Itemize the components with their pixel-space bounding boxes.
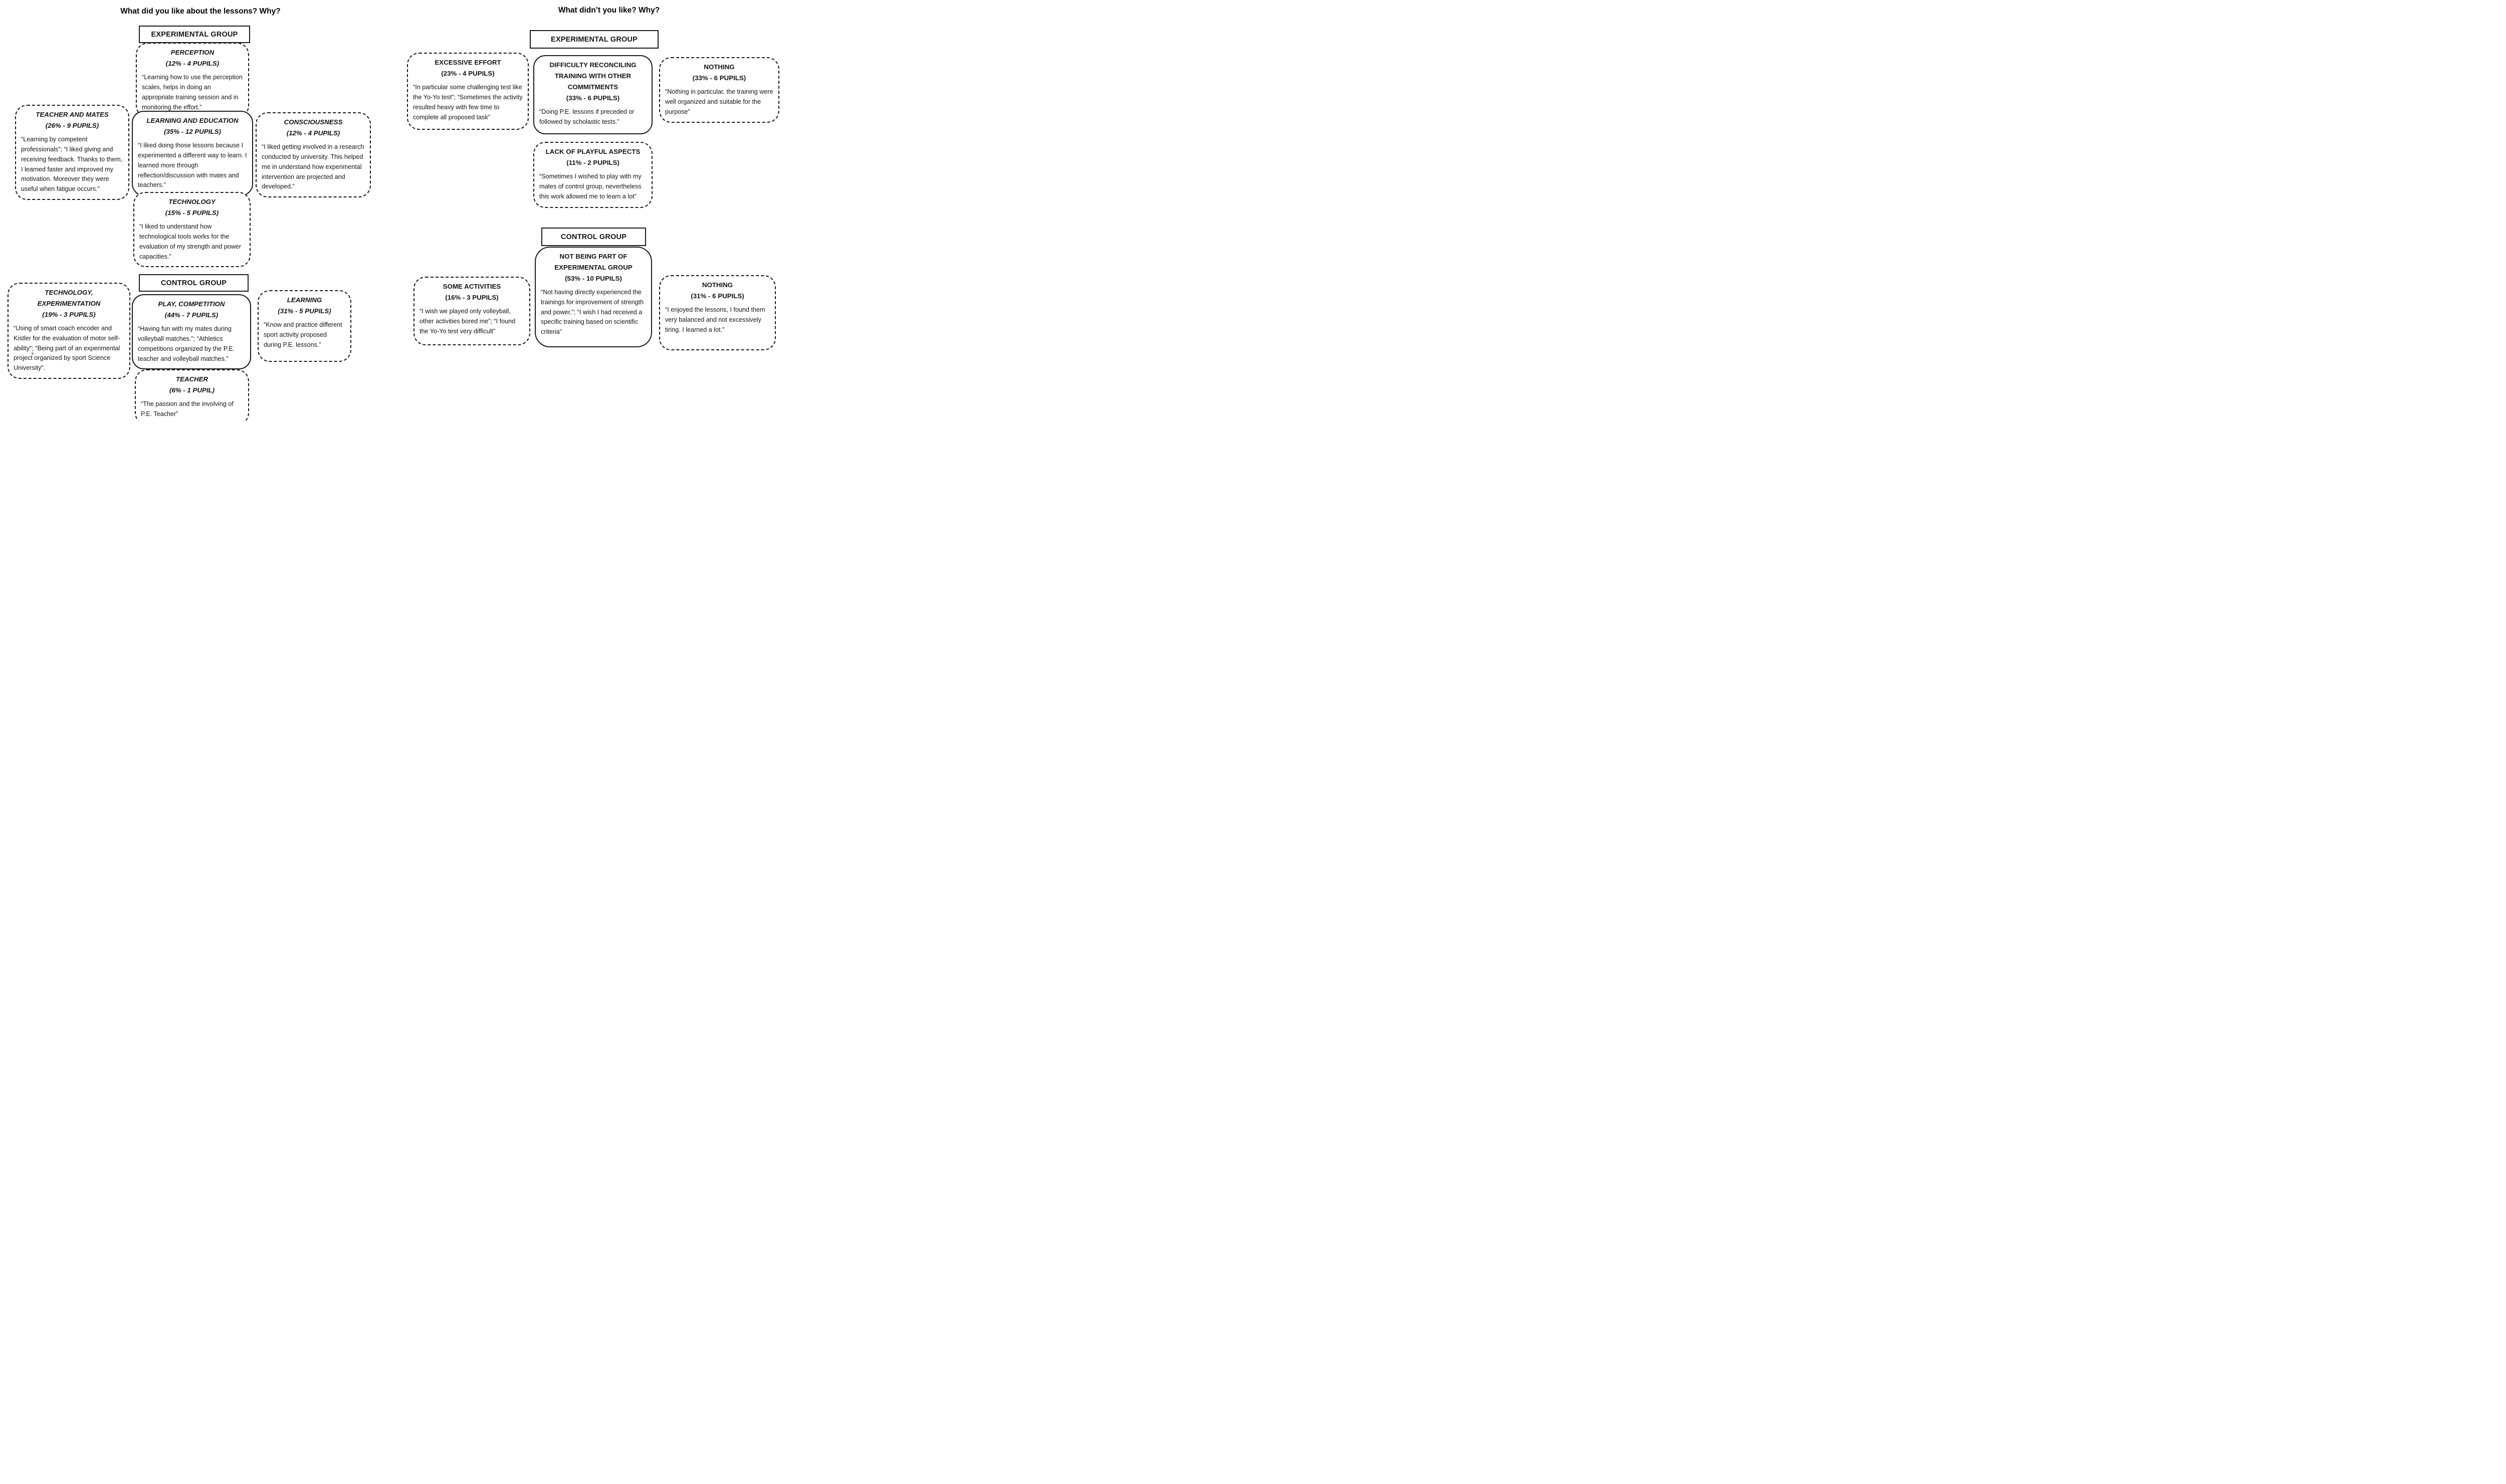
- category-box-nothing-control: NOTHING (31% - 6 PUPILS) “I enjoyed the …: [659, 275, 776, 350]
- box-title: LEARNING: [287, 296, 322, 304]
- box-quote: “Know and practice different sport activ…: [264, 321, 342, 348]
- box-title: TEACHER AND MATES: [36, 111, 109, 118]
- box-quote: “Nothing in particular, the training wer…: [665, 88, 773, 115]
- box-stat: (19% - 3 PUPILS): [42, 310, 96, 318]
- category-box-teacher-and-mates: TEACHER AND MATES (26% - 9 PUPILS) “Lear…: [15, 105, 129, 200]
- box-quote: “Not having directly experienced the tra…: [541, 288, 644, 336]
- box-quote: “I enjoyed the lessons, I found them ver…: [665, 306, 765, 333]
- box-stat: (16% - 3 PUPILS): [445, 293, 499, 301]
- box-title: NOTHING: [704, 63, 735, 71]
- box-quote: “I liked to understand how technological…: [139, 223, 242, 260]
- box-quote: “I liked getting involved in a research …: [262, 143, 364, 190]
- category-box-technology-experimentation: TECHNOLOGY, EXPERIMENTATION (19% - 3 PUP…: [8, 283, 130, 379]
- left-experimental-group-header: EXPERIMENTAL GROUP: [139, 26, 250, 43]
- box-quote: “Sometimes I wished to play with my mate…: [539, 172, 642, 200]
- category-box-teacher: TEACHER (6% - 1 PUPIL) “The passion and …: [135, 369, 249, 420]
- right-panel-title: What didn’t you like? Why?: [558, 6, 660, 15]
- category-box-consciousness: CONSCIOUSNESS (12% - 4 PUPILS) “I liked …: [256, 112, 371, 198]
- box-stat: (6% - 1 PUPIL): [169, 386, 215, 394]
- left-control-group-header: CONTROL GROUP: [139, 274, 249, 292]
- right-control-group-label: CONTROL GROUP: [560, 233, 627, 241]
- category-box-difficulty-reconciling: DIFFICULTY RECONCILING TRAINING WITH OTH…: [533, 55, 653, 134]
- category-box-technology: TECHNOLOGY (15% - 5 PUPILS) “I liked to …: [133, 192, 251, 268]
- category-box-not-being-part: NOT BEING PART OF EXPERIMENTAL GROUP (53…: [535, 247, 652, 347]
- box-stat: (12% - 4 PUPILS): [286, 129, 340, 137]
- box-stat: (53% - 10 PUPILS): [565, 274, 622, 282]
- box-title: SOME ACTIVITIES: [443, 283, 501, 290]
- box-title: TEACHER: [175, 375, 208, 383]
- box-title: TECHNOLOGY, EXPERIMENTATION: [37, 289, 101, 307]
- box-stat: (31% - 5 PUPILS): [278, 307, 331, 315]
- box-stat: (31% - 6 PUPILS): [691, 292, 744, 300]
- category-box-some-activities: SOME ACTIVITIES (16% - 3 PUPILS) “I wish…: [413, 277, 530, 345]
- category-box-lack-of-playful-aspects: LACK OF PLAYFUL ASPECTS (11% - 2 PUPILS)…: [533, 142, 653, 208]
- box-title: NOTHING: [702, 281, 733, 289]
- spellcheck-squiggle: ;: [32, 344, 34, 352]
- box-quote: “The passion and the involving of P.E. T…: [141, 400, 234, 417]
- box-quote: “I wish we played only volleyball, other…: [420, 307, 516, 335]
- box-stat: (11% - 2 PUPILS): [566, 158, 619, 166]
- category-box-learning: LEARNING (31% - 5 PUPILS) “Know and prac…: [258, 290, 351, 362]
- box-title: NOT BEING PART OF EXPERIMENTAL GROUP: [554, 253, 633, 271]
- box-quote: “I liked doing those lessons because I e…: [138, 141, 247, 189]
- box-quote: “Doing P.E. lessons if preceded or follo…: [539, 108, 635, 125]
- box-stat: (26% - 9 PUPILS): [45, 121, 99, 129]
- qualitative-feedback-diagram: What did you like about the lessons? Why…: [0, 0, 786, 420]
- category-box-learning-and-education: LEARNING AND EDUCATION (35% - 12 PUPILS)…: [132, 111, 253, 196]
- box-title: DIFFICULTY RECONCILING TRAINING WITH OTH…: [549, 61, 637, 91]
- box-stat: (33% - 6 PUPILS): [692, 74, 746, 82]
- category-box-perception: PERCEPTION (12% - 4 PUPILS) “Learning ho…: [136, 43, 249, 118]
- box-title: LACK OF PLAYFUL ASPECTS: [545, 148, 641, 155]
- box-stat: (23% - 4 PUPILS): [441, 69, 495, 77]
- box-stat: (33% - 6 PUPILS): [566, 94, 620, 102]
- category-box-nothing-experimental: NOTHING (33% - 6 PUPILS) “Nothing in par…: [659, 57, 779, 123]
- left-experimental-group-label: EXPERIMENTAL GROUP: [151, 30, 238, 39]
- box-stat: (35% - 12 PUPILS): [164, 127, 221, 135]
- box-quote: “Using of smart coach encoder and Kistle…: [14, 324, 124, 373]
- box-quote: “Learning by competent professionals”; “…: [21, 135, 123, 193]
- box-title: CONSCIOUSNESS: [284, 118, 343, 126]
- left-panel-title: What did you like about the lessons? Why…: [120, 7, 281, 16]
- box-title: TECHNOLOGY: [168, 198, 216, 205]
- right-experimental-group-label: EXPERIMENTAL GROUP: [550, 35, 638, 44]
- box-stat: (15% - 5 PUPILS): [165, 208, 219, 217]
- box-title: LEARNING AND EDUCATION: [146, 117, 239, 124]
- quote-part: “Using of smart coach encoder and Kistle…: [14, 324, 120, 352]
- box-quote: “Having fun with my mates during volleyb…: [138, 325, 235, 362]
- box-title: PLAY, COMPETITION: [158, 300, 225, 308]
- box-title: EXCESSIVE EFFORT: [435, 59, 501, 66]
- box-stat: (12% - 4 PUPILS): [165, 59, 220, 67]
- right-experimental-group-header: EXPERIMENTAL GROUP: [530, 30, 659, 49]
- right-control-group-header: CONTROL GROUP: [541, 228, 646, 246]
- quote-part: “Being part of an experimental project o…: [14, 344, 120, 372]
- category-box-play-competition: PLAY, COMPETITION (44% - 7 PUPILS) “Havi…: [132, 294, 251, 370]
- box-title: PERCEPTION: [170, 49, 215, 56]
- category-box-excessive-effort: EXCESSIVE EFFORT (23% - 4 PUPILS) “In pa…: [407, 53, 529, 130]
- left-control-group-label: CONTROL GROUP: [160, 279, 227, 287]
- box-quote: “In particular some challenging test lik…: [413, 83, 523, 121]
- box-quote: “Learning how to use the perception scal…: [142, 73, 243, 111]
- box-stat: (44% - 7 PUPILS): [164, 311, 219, 319]
